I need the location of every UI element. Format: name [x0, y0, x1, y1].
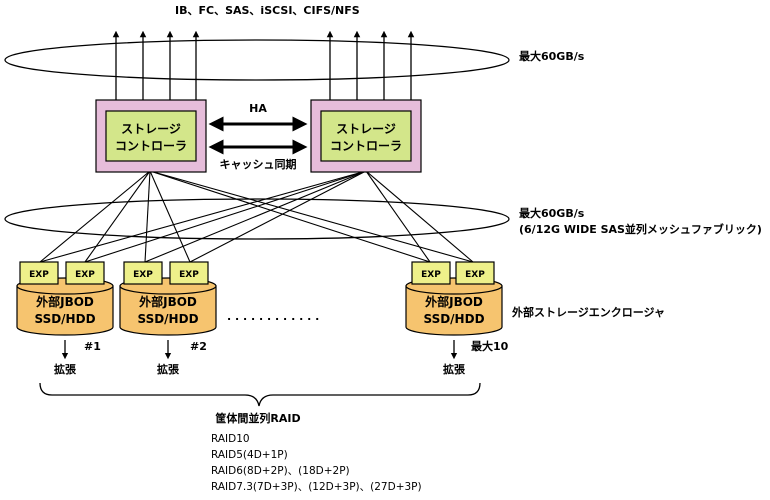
- frontend-fabric-ellipse: [4, 39, 510, 81]
- jbod-2-expander-b: [169, 261, 209, 285]
- jbod-2-number: #2: [190, 340, 207, 353]
- expander-label: EXP: [133, 270, 153, 280]
- jbod-max-expander-a: [411, 261, 451, 285]
- jbod-2-label-line2: SSD/HDD: [137, 312, 198, 326]
- raid-level-2: RAID5(4D+1P): [211, 449, 288, 461]
- sas-mesh-lines: [39, 170, 474, 263]
- raid-span-brace: [39, 382, 481, 407]
- expander-label: EXP: [179, 270, 199, 280]
- expander-label: EXP: [465, 270, 485, 280]
- storage-controller-2: ストレージ コントローラ: [310, 99, 422, 173]
- ha-label: HA: [249, 102, 267, 115]
- storage-controller-1: ストレージ コントローラ: [95, 99, 207, 173]
- backend-fabric-label: (6/12G WIDE SAS並列メッシュファブリック): [519, 222, 762, 236]
- ha-double-arrow: [208, 116, 308, 155]
- jbod-1-label-line1: 外部JBOD: [36, 294, 94, 309]
- expander-label: EXP: [421, 270, 441, 280]
- protocols-label: IB、FC、SAS、iSCSI、CIFS/NFS: [175, 4, 360, 17]
- jbod-2: EXP EXP 外部JBOD SSD/HDD: [119, 261, 217, 336]
- jbod-max-expand-label: 拡張: [443, 362, 466, 376]
- jbod-2-label-line1: 外部JBOD: [139, 294, 197, 309]
- frontend-bandwidth-label: 最大60GB/s: [519, 49, 585, 63]
- expander-label: EXP: [75, 270, 95, 280]
- raid-level-4: RAID7.3(7D+3P)、(12D+3P)、(27D+3P): [211, 481, 422, 493]
- jbod-1-expand-label: 拡張: [54, 362, 77, 376]
- jbod-2-expand-label: 拡張: [157, 362, 180, 376]
- controller-2-label-line1: ストレージ: [336, 122, 396, 136]
- jbod-max-label-line1: 外部JBOD: [425, 294, 483, 309]
- enclosure-label: 外部ストレージエンクロージャ: [511, 305, 665, 319]
- controller-2-label-line2: コントローラ: [330, 139, 402, 153]
- jbod-max-number: 最大10: [471, 339, 509, 353]
- frontend-port-arrows: [112, 30, 415, 100]
- controller-1-label-line1: ストレージ: [121, 122, 181, 136]
- jbod-max-label-line2: SSD/HDD: [423, 312, 484, 326]
- jbod-1-label-line2: SSD/HDD: [34, 312, 95, 326]
- more-jbods-ellipsis: . . . . . . . . . . . .: [227, 310, 319, 323]
- backend-fabric-ellipse: [4, 198, 510, 240]
- raid-title: 筐体間並列RAID: [215, 411, 300, 425]
- expander-label: EXP: [29, 270, 49, 280]
- jbod-1: EXP EXP 外部JBOD SSD/HDD: [16, 261, 114, 336]
- jbod-1-expander-b: [65, 261, 105, 285]
- jbod-max-expander-b: [455, 261, 495, 285]
- cache-sync-label: キャッシュ同期: [220, 157, 297, 171]
- backend-bandwidth-label: 最大60GB/s: [519, 206, 585, 220]
- raid-level-1: RAID10: [211, 433, 250, 445]
- jbod-1-number: #1: [84, 340, 101, 353]
- controller-1-label-line2: コントローラ: [115, 139, 187, 153]
- jbod-max: EXP EXP 外部JBOD SSD/HDD: [405, 261, 503, 336]
- jbod-1-expander-a: [19, 261, 59, 285]
- raid-level-3: RAID6(8D+2P)、(18D+2P): [211, 465, 350, 477]
- jbod-2-expander-a: [123, 261, 163, 285]
